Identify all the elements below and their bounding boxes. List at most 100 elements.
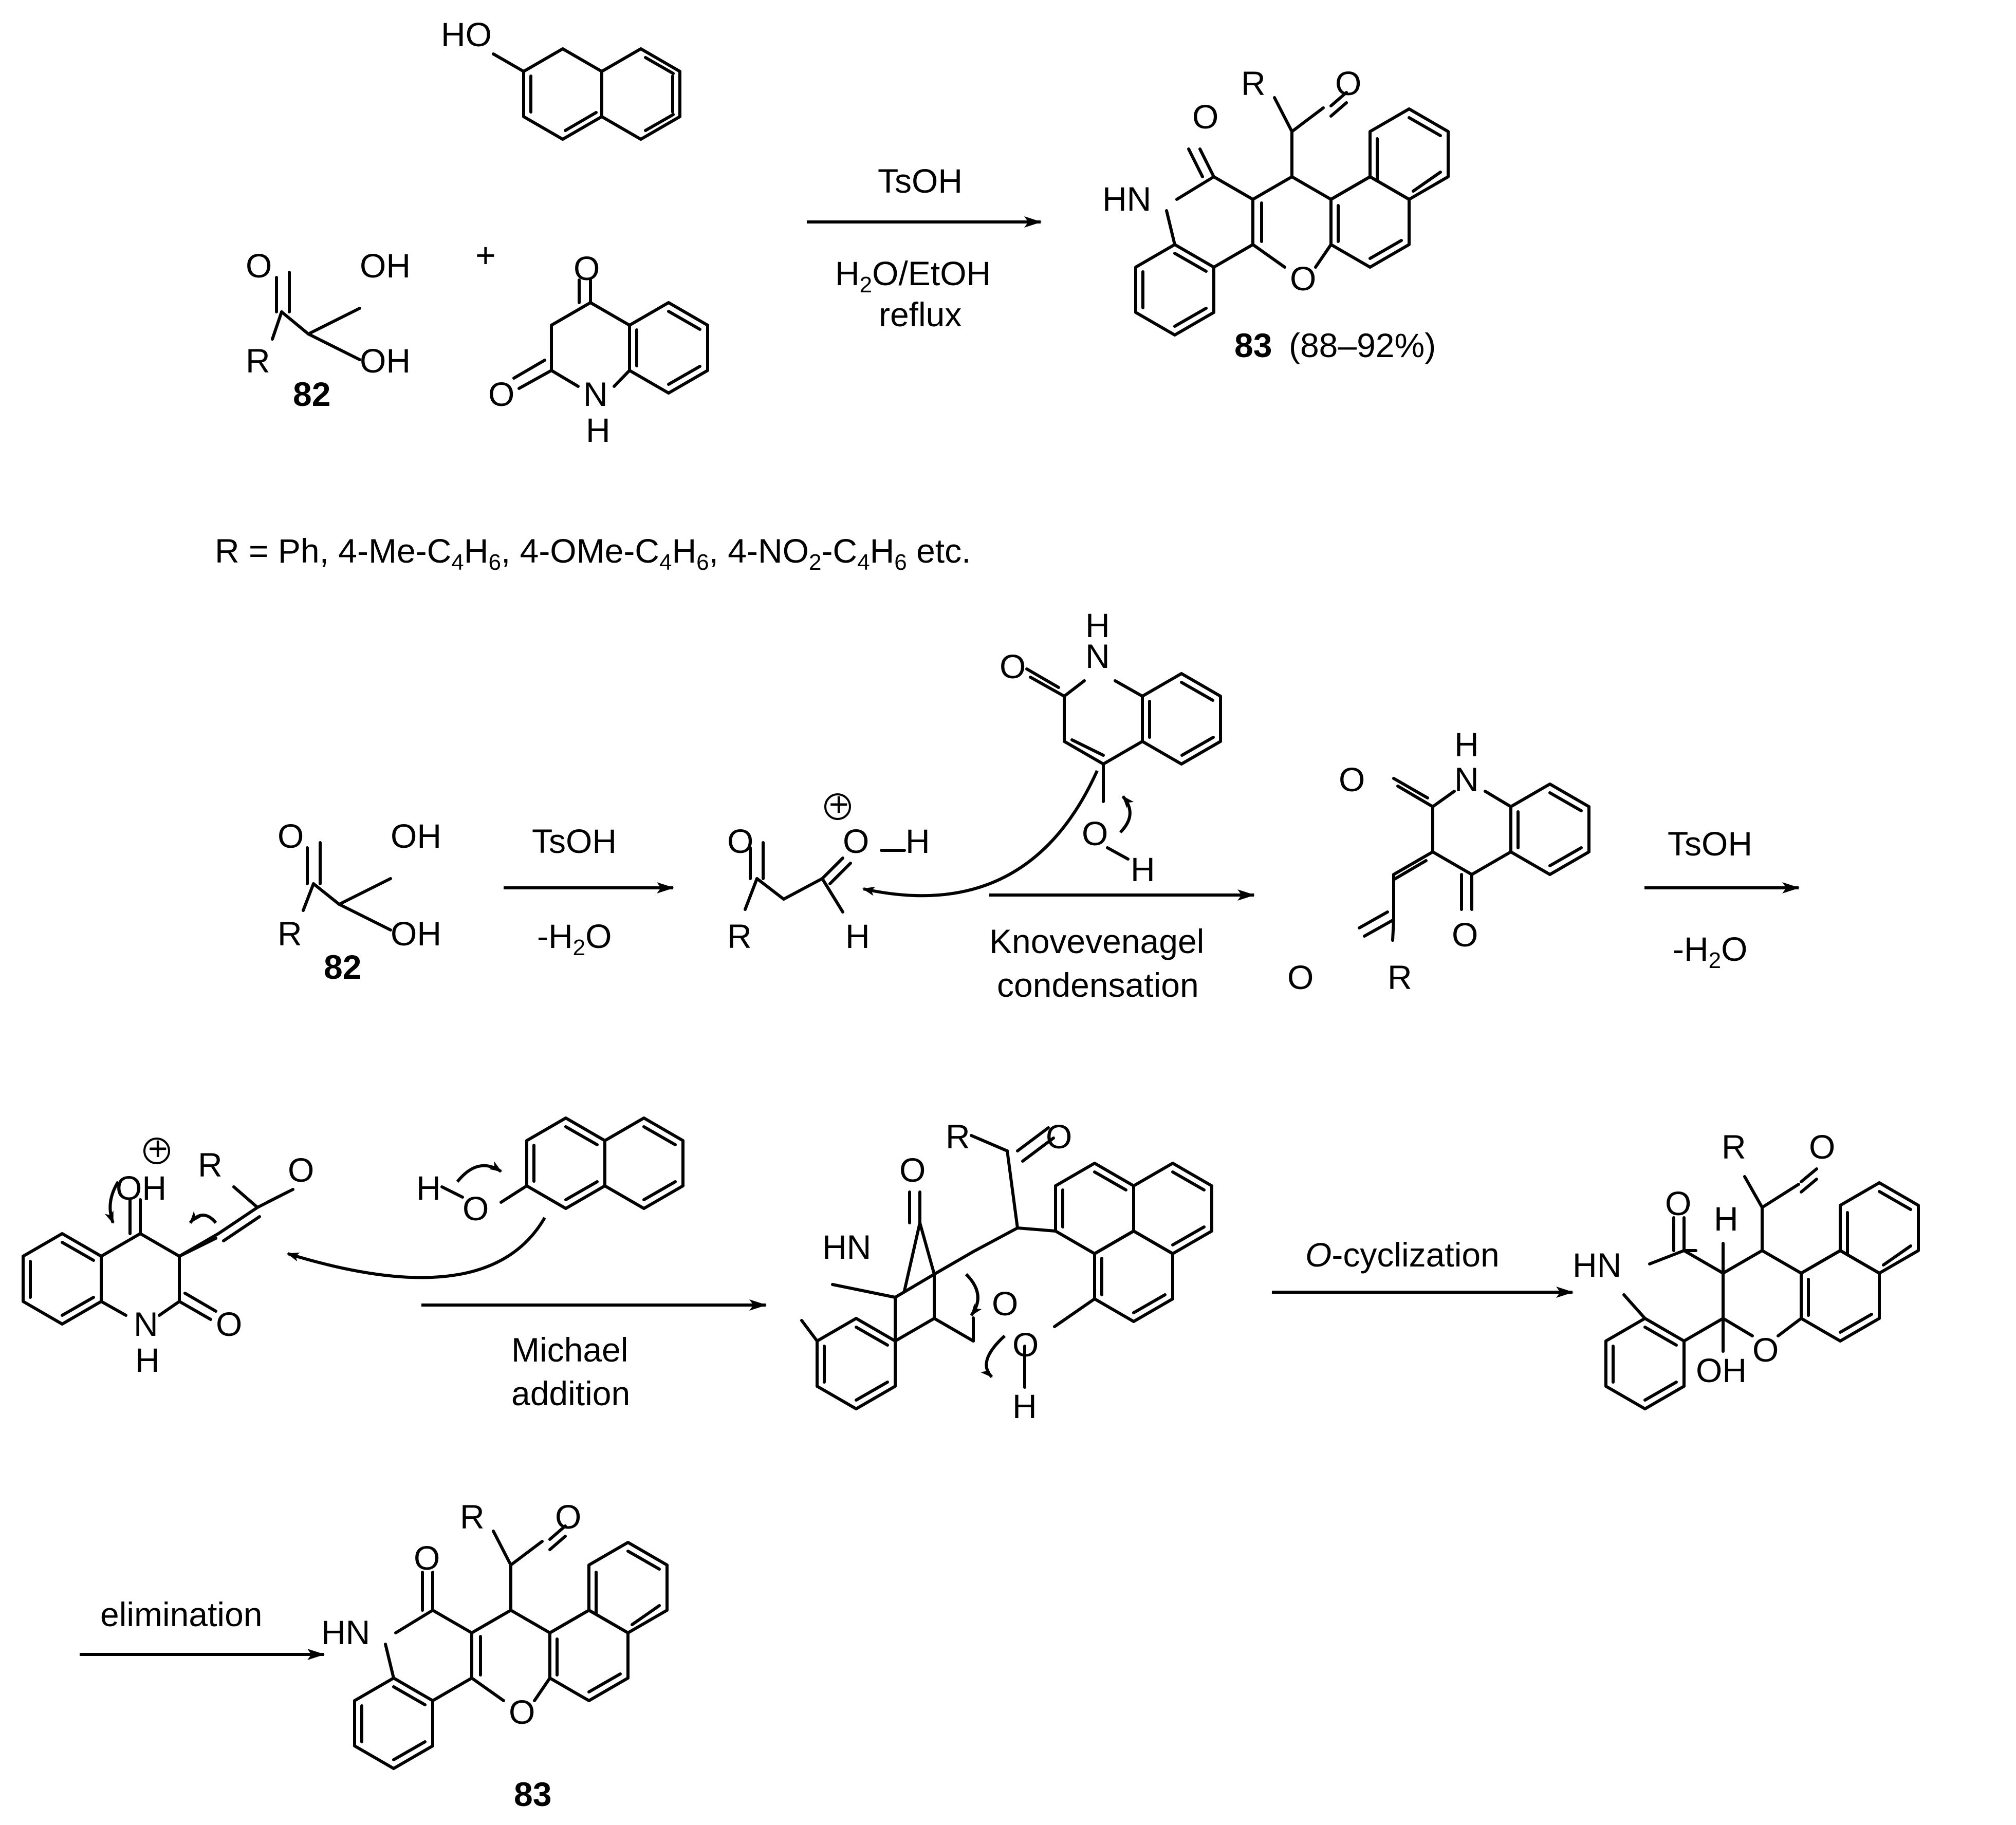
product-yield: (88–92%) bbox=[1289, 326, 1436, 364]
nh-h: H bbox=[586, 411, 611, 449]
final-carbonyl-o: O bbox=[414, 1539, 440, 1577]
product-83-structure-final: HN O R O O 83 bbox=[321, 1498, 669, 1813]
hydroxyl-label: HO bbox=[441, 15, 492, 53]
ma-r: R bbox=[946, 1118, 970, 1156]
pe-carbonyl-o: O bbox=[216, 1305, 242, 1343]
hk-r: R bbox=[1722, 1128, 1746, 1166]
r-group: R bbox=[246, 342, 270, 380]
ka-n: N bbox=[1454, 760, 1479, 798]
ka-acyl-r: R bbox=[1388, 958, 1412, 996]
pe-nh: H bbox=[135, 1341, 160, 1379]
carbonyl-o-4: O bbox=[574, 249, 600, 287]
glyoxal-h: H bbox=[845, 917, 870, 955]
compound-82-label: 82 bbox=[293, 375, 330, 413]
ma-oh-o: O bbox=[1012, 1326, 1039, 1364]
nm-o: O bbox=[463, 1189, 489, 1227]
product-pyran-o: O bbox=[1290, 259, 1316, 297]
hydroxyquinolinone-structure: O N H O H bbox=[862, 606, 1222, 898]
product-acyl-r: R bbox=[1241, 64, 1266, 102]
arrow-conditions-1: H2O/EtOH bbox=[835, 254, 991, 297]
pe-n: N bbox=[134, 1305, 158, 1343]
nh-n: N bbox=[583, 375, 608, 413]
step5-label: O-cyclization bbox=[1305, 1236, 1500, 1274]
ma-hn: HN bbox=[822, 1228, 871, 1266]
step2-arrow: Knovevenagel condensation bbox=[989, 889, 1255, 1004]
product-carbonyl-o: O bbox=[1192, 98, 1218, 136]
compound-82-structure-top: O OH OH R 82 bbox=[246, 247, 411, 413]
oh-upper: OH bbox=[360, 247, 411, 285]
plus-sign: + bbox=[475, 236, 496, 275]
michael-adduct-structure: HN O R O O O H bbox=[800, 1118, 1213, 1425]
step6-arrow: elimination bbox=[80, 1595, 325, 1660]
ka-o4: O bbox=[1452, 916, 1478, 954]
arrow-conditions-2: reflux bbox=[879, 295, 961, 333]
nm-h: H bbox=[416, 1169, 441, 1207]
glyoxal-r: R bbox=[727, 917, 752, 955]
mech-82-oh-lower: OH bbox=[391, 915, 441, 953]
final-r: R bbox=[460, 1498, 485, 1536]
glyoxal-positive-charge: + bbox=[829, 785, 849, 823]
naphthol-structure-mech: H O bbox=[287, 1116, 685, 1279]
mech-82-r: R bbox=[278, 915, 302, 953]
product-hn: HN bbox=[1102, 180, 1151, 218]
mech-82-o: O bbox=[278, 817, 304, 855]
hk-hn: HN bbox=[1573, 1246, 1621, 1284]
step5-arrow: O-cyclization bbox=[1272, 1236, 1574, 1298]
ka-nh: H bbox=[1454, 725, 1479, 763]
product-83-structure-top: HN O R O O 83 (88–92%) bbox=[1102, 64, 1450, 364]
ma-carbonyl-o: O bbox=[899, 1151, 926, 1189]
step2-label-2: condensation bbox=[997, 966, 1199, 1004]
protonated-enone-structure: OH + R O O N H bbox=[22, 1129, 314, 1379]
hk-acyl-o: O bbox=[1809, 1128, 1835, 1166]
step6-label: elimination bbox=[100, 1595, 263, 1633]
hk-oh: OH bbox=[1696, 1351, 1747, 1389]
mech-82-oh-upper: OH bbox=[391, 817, 441, 855]
step4-label-2: addition bbox=[511, 1374, 630, 1412]
knoevenagel-adduct-structure: O N H O O R bbox=[1287, 725, 1590, 996]
r-definition: R = Ph, 4-Me-C4H6, 4-OMe-C4H6, 4-NO2-C4H… bbox=[215, 532, 971, 575]
hemiketal-structure: HN O H R O O OH bbox=[1573, 1128, 1920, 1410]
ka-acyl-o: O bbox=[1287, 958, 1314, 996]
step4-label-1: Michael bbox=[511, 1331, 628, 1369]
final-pyran-o: O bbox=[509, 1693, 535, 1731]
hq-oh-h: H bbox=[1131, 850, 1155, 888]
ka-carbonyl-o: O bbox=[1339, 760, 1365, 798]
step1-loss: -H2O bbox=[537, 917, 612, 960]
pe-positive-charge: + bbox=[148, 1129, 168, 1167]
ma-acyl-o: O bbox=[1046, 1118, 1072, 1156]
hq-o: O bbox=[1082, 814, 1108, 852]
oh-lower: OH bbox=[360, 342, 411, 380]
pe-r: R bbox=[198, 1146, 223, 1184]
step1-reagent: TsOH bbox=[532, 822, 617, 860]
glyoxal-o1: O bbox=[727, 822, 753, 860]
arrow-reagent: TsOH bbox=[878, 162, 963, 200]
pe-oh: OH bbox=[116, 1169, 167, 1207]
quinolinedione-structure-top: O O N H bbox=[488, 249, 709, 449]
product-acyl-o: O bbox=[1335, 64, 1361, 102]
main-reaction-arrow: TsOH H2O/EtOH reflux bbox=[807, 162, 1042, 333]
carbonyl-o-2: O bbox=[488, 375, 514, 413]
hq-carbonyl-o: O bbox=[1000, 647, 1026, 685]
step2-label-1: Knovevenagel bbox=[989, 922, 1204, 960]
hk-pyran-o: O bbox=[1752, 1331, 1779, 1369]
carbonyl-o: O bbox=[246, 247, 272, 285]
mech-82-label: 82 bbox=[324, 948, 361, 986]
final-hn: HN bbox=[321, 1613, 370, 1651]
product-83-label: 83 bbox=[1234, 326, 1272, 364]
ma-oh-h: H bbox=[1012, 1387, 1037, 1425]
pe-acyl-o: O bbox=[288, 1151, 314, 1189]
step3-loss: -H2O bbox=[1673, 930, 1747, 973]
ma-ketone-o: O bbox=[992, 1284, 1018, 1323]
glyoxal-oh-h: H bbox=[905, 822, 930, 860]
hk-h: H bbox=[1714, 1200, 1738, 1238]
hk-carbonyl-o: O bbox=[1665, 1184, 1691, 1222]
hq-nh: H bbox=[1085, 606, 1110, 644]
final-83-label: 83 bbox=[514, 1775, 551, 1813]
step3-arrow: TsOH -H2O bbox=[1644, 825, 1800, 973]
final-acyl-o: O bbox=[555, 1498, 581, 1536]
glyoxal-o2: O bbox=[843, 822, 869, 860]
step1-arrow: TsOH -H2O bbox=[504, 822, 674, 960]
step3-reagent: TsOH bbox=[1668, 825, 1752, 863]
hq-n: N bbox=[1085, 637, 1110, 675]
